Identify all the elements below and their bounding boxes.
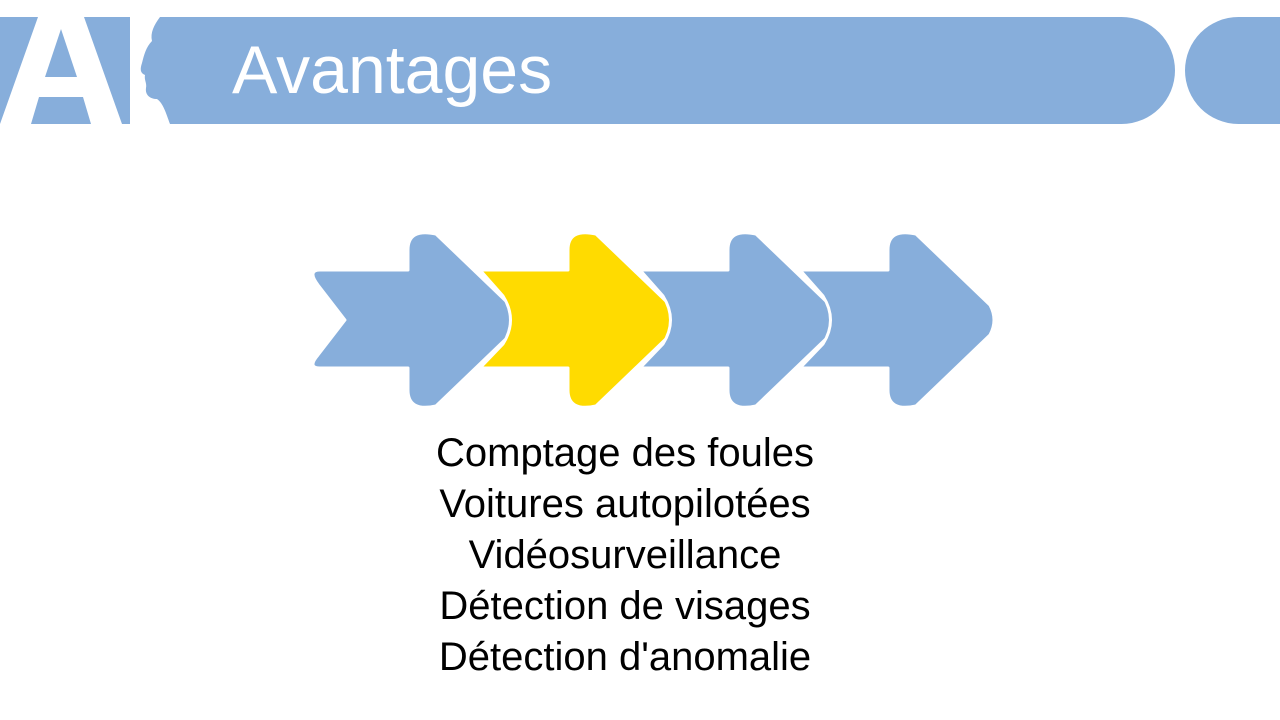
advantage-item: Voitures autopilotées [439,482,811,526]
banner-right-segment [1185,17,1280,124]
advantage-item: Détection de visages [439,584,811,628]
arrow-step-3 [638,231,836,409]
arrow-step-2 [478,231,676,409]
arrow-step-4 [798,231,996,409]
advantage-item: Comptage des foules [435,431,814,475]
ai-logo-icon [0,17,170,124]
advantages-list: Comptage des foules Voitures autopilotée… [340,428,910,683]
arrow-step-1 [311,231,516,409]
advantage-item: Vidéosurveillance [468,533,782,577]
slide-title: Avantages [232,32,553,108]
advantage-item: Détection d'anomalie [438,635,812,679]
title-banner [0,17,1175,124]
process-arrows [311,231,996,409]
